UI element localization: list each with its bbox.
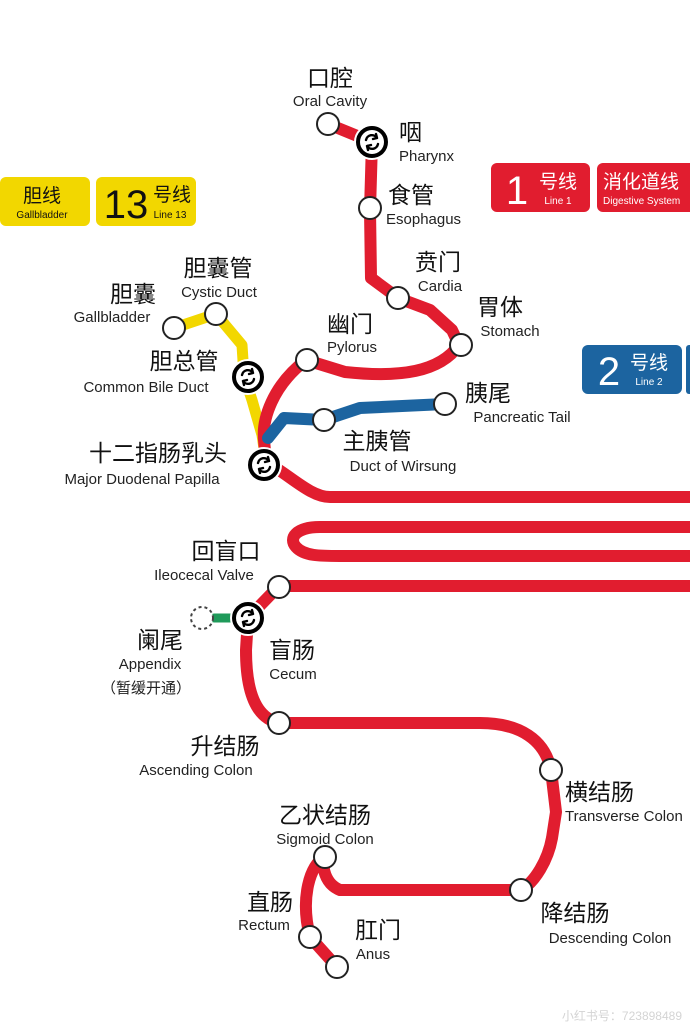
label-appendix-zh: 阑尾 (137, 628, 183, 654)
badge-line13-number: 13 (104, 183, 149, 227)
small-intestine-track-3 (242, 580, 690, 624)
label-cecum-en: Cecum (269, 666, 317, 683)
label-pancreatic-tail-zh: 胰尾 (465, 381, 511, 407)
station-oral-cavity[interactable] (316, 112, 340, 136)
station-descending-colon[interactable] (509, 878, 533, 902)
badge-digestive-en: Digestive System (603, 196, 680, 207)
label-anus-zh: 肛门 (355, 918, 401, 944)
label-esophagus-zh: 食管 (388, 183, 434, 209)
label-cardia-en: Cardia (418, 278, 463, 295)
badge-line2-edge (686, 345, 690, 394)
label-appendix-en: Appendix (119, 656, 182, 673)
label-ascending-colon-zh: 升结肠 (191, 734, 260, 760)
label-transverse-colon-zh: 横结肠 (565, 780, 634, 806)
station-labels: 口腔 Oral Cavity 咽 Pharynx 食管 Esophagus 贲门… (64, 66, 682, 963)
label-ileocecal-valve-en: Ileocecal Valve (154, 567, 254, 584)
label-major-duodenal-papilla-en: Major Duodenal Papilla (64, 471, 220, 488)
label-stomach-en: Stomach (480, 323, 539, 340)
badge-line2: 2 号线 Line 2 (582, 345, 682, 394)
badge-line2-en: Line 2 (635, 377, 663, 388)
label-rectum-zh: 直肠 (247, 890, 293, 916)
station-pylorus[interactable] (295, 348, 319, 372)
label-rectum-en: Rectum (238, 917, 290, 934)
badge-line13: 13 号线 Line 13 (96, 177, 196, 227)
label-gallbladder-en: Gallbladder (74, 309, 151, 326)
station-appendix[interactable] (190, 606, 214, 630)
badge-line13-zh: 号线 (153, 184, 191, 206)
label-common-bile-duct-en: Common Bile Duct (83, 379, 209, 396)
station-ascending-colon[interactable] (267, 711, 291, 735)
station-anus[interactable] (325, 955, 349, 979)
interchange-cecum[interactable] (230, 600, 266, 636)
small-intestine-track-1 (260, 456, 690, 503)
label-pharynx-zh: 咽 (399, 120, 422, 146)
label-common-bile-duct-zh: 胆总管 (150, 349, 219, 375)
station-rectum[interactable] (298, 925, 322, 949)
station-pancreatic-tail[interactable] (433, 392, 457, 416)
station-transverse-colon[interactable] (539, 758, 563, 782)
badge-line2-zh: 号线 (630, 352, 668, 374)
badge-line1-number: 1 (506, 169, 528, 213)
label-descending-colon-en: Descending Colon (549, 930, 672, 947)
station-stomach[interactable] (449, 333, 473, 357)
label-oral-cavity-en: Oral Cavity (293, 93, 368, 110)
watermark: 小红书号：723898489 (562, 1008, 682, 1023)
label-duct-of-wirsung-en: Duct of Wirsung (350, 458, 457, 475)
label-pharynx-en: Pharynx (399, 148, 455, 165)
label-descending-colon-zh: 降结肠 (541, 901, 610, 927)
badge-line2-number: 2 (598, 350, 620, 394)
station-sigmoid-colon[interactable] (313, 845, 337, 869)
label-cystic-duct-en: Cystic Duct (181, 284, 258, 301)
badge-line1-en: Line 1 (544, 196, 572, 207)
interchange-common-bile-duct[interactable] (230, 359, 266, 395)
badge-digestive-system: 消化道线 Digestive System (597, 163, 690, 212)
label-ascending-colon-en: Ascending Colon (139, 762, 252, 779)
label-pylorus-en: Pylorus (327, 339, 377, 356)
station-cardia[interactable] (386, 286, 410, 310)
label-major-duodenal-papilla-zh: 十二指肠乳头 (89, 441, 227, 467)
line1-pylorus-track (257, 339, 465, 468)
label-transverse-colon-en: Transverse Colon (565, 808, 683, 825)
label-cardia-zh: 贲门 (415, 250, 461, 276)
label-stomach-zh: 胃体 (477, 295, 523, 321)
label-cystic-duct-zh: 胆囊管 (184, 256, 253, 282)
label-sigmoid-colon-en: Sigmoid Colon (276, 831, 374, 848)
station-esophagus[interactable] (358, 196, 382, 220)
label-duct-of-wirsung-zh: 主胰管 (343, 429, 412, 455)
station-cystic-duct[interactable] (204, 302, 228, 326)
label-pylorus-zh: 幽门 (327, 312, 373, 338)
badge-gallbladder-zh: 胆线 (23, 185, 61, 207)
label-ileocecal-valve-zh: 回盲口 (192, 539, 261, 565)
station-ileocecal-valve[interactable] (267, 575, 291, 599)
interchange-major-duodenal-papilla[interactable] (246, 447, 282, 483)
label-gallbladder-zh: 胆囊 (110, 282, 156, 308)
interchange-pharynx[interactable] (354, 124, 390, 160)
badge-line1-zh: 号线 (539, 171, 577, 193)
badge-line1: 1 号线 Line 1 (491, 163, 590, 213)
badge-digestive-zh: 消化道线 (603, 171, 679, 193)
label-cecum-zh: 盲肠 (269, 638, 315, 664)
label-appendix-note: （暂缓开通） (101, 680, 191, 697)
badge-line13-en: Line 13 (154, 210, 187, 221)
small-intestine-track-2 (287, 521, 690, 562)
label-sigmoid-colon-zh: 乙状结肠 (279, 803, 371, 829)
label-oral-cavity-zh: 口腔 (307, 66, 353, 92)
badge-gallbladder-en: Gallbladder (16, 210, 68, 221)
label-pancreatic-tail-en: Pancreatic Tail (473, 409, 570, 426)
station-gallbladder[interactable] (162, 316, 186, 340)
station-duct-of-wirsung[interactable] (312, 408, 336, 432)
label-esophagus-en: Esophagus (386, 211, 461, 228)
label-anus-en: Anus (356, 946, 390, 963)
badge-gallbladder-line: 胆线 Gallbladder (0, 177, 90, 226)
